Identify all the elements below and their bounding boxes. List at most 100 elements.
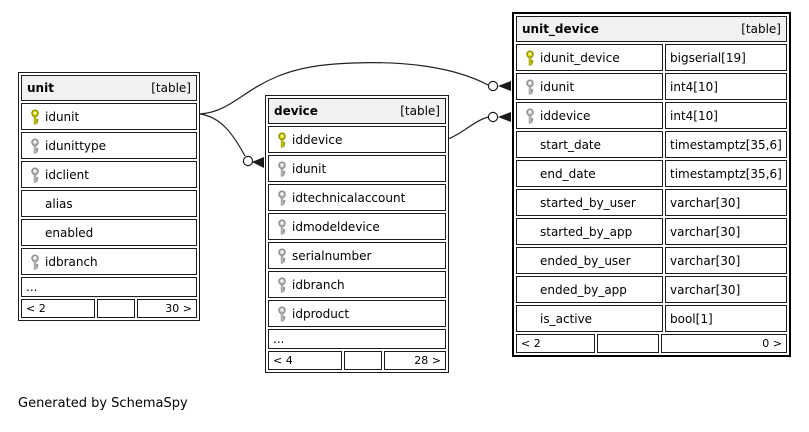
unit_device-column-idunit: idunit int4[10] (516, 73, 787, 100)
device-column-idunit: idunit (268, 155, 446, 182)
table-title: device (274, 104, 318, 118)
device-column-idtechnicalaccount: idtechnicalaccount (268, 184, 446, 211)
column-name-cell: end_date (516, 160, 663, 187)
column-type: varchar[30] (665, 247, 787, 274)
fk-arrow-icon (252, 157, 264, 168)
unit_device-column-ended_by_app: ended_by_app varchar[30] (516, 276, 787, 303)
table-header: unit_device [table] (516, 16, 787, 42)
table-header: device [table] (268, 98, 446, 124)
table-tag: [table] (400, 104, 440, 118)
column-name: idunittype (45, 138, 107, 153)
foreign-key-icon (272, 219, 292, 235)
column-name: idproduct (292, 306, 350, 321)
children-count: 30 > (137, 299, 197, 318)
column-name: started_by_app (540, 224, 633, 239)
column-name: started_by_user (540, 195, 636, 210)
column-name: alias (45, 196, 73, 211)
table-tag: [table] (151, 81, 191, 95)
device-column-idproduct: idproduct (268, 300, 446, 327)
table-node-device[interactable]: device [table] iddevice idunit idtechnic… (265, 95, 449, 373)
column-name: idunit (292, 161, 327, 176)
foreign-key-icon (272, 248, 292, 264)
table-node-unit_device[interactable]: unit_device [table] idunit_device bigser… (512, 12, 791, 357)
unit_device-column-ended_by_user: ended_by_user varchar[30] (516, 247, 787, 274)
column-name: idunit (45, 109, 80, 124)
column-name: start_date (540, 137, 602, 152)
unit_device-column-start_date: start_date timestamptz[35,6] (516, 131, 787, 158)
column-name: idbranch (292, 277, 345, 292)
table-tag: [table] (741, 22, 781, 36)
column-name: end_date (540, 166, 596, 181)
pager-spacer (97, 299, 135, 318)
unit-column-idclient: idclient (21, 161, 197, 188)
column-name-cell: started_by_app (516, 218, 663, 245)
device-column-iddevice: iddevice (268, 126, 446, 153)
column-name: idbranch (45, 254, 98, 269)
edge-unit-idunit-to-unit_device-idunit (199, 62, 489, 115)
column-type: varchar[30] (665, 218, 787, 245)
column-name: idunit_device (540, 50, 620, 65)
primary-key-icon (25, 109, 45, 125)
table-node-unit[interactable]: unit [table] idunit idunittype idclient … (18, 72, 200, 321)
column-name: ended_by_user (540, 253, 631, 268)
foreign-key-icon (25, 138, 45, 154)
table-title: unit (27, 81, 54, 95)
primary-key-icon (520, 50, 540, 66)
pager-spacer (597, 334, 659, 353)
column-type: bigserial[19] (665, 44, 787, 71)
column-name: iddevice (292, 132, 343, 147)
column-name-cell: start_date (516, 131, 663, 158)
column-name-cell: is_active (516, 305, 663, 332)
unit_device-column-started_by_user: started_by_user varchar[30] (516, 189, 787, 216)
foreign-key-icon (25, 167, 45, 183)
unit_device-column-end_date: end_date timestamptz[35,6] (516, 160, 787, 187)
parents-count: < 2 (21, 299, 95, 318)
column-name: is_active (540, 311, 593, 326)
foreign-key-icon (520, 79, 540, 95)
column-name: ended_by_app (540, 282, 627, 297)
column-type: int4[10] (665, 102, 787, 129)
foreign-key-icon (272, 161, 292, 177)
device-column-idmodeldevice: idmodeldevice (268, 213, 446, 240)
pager-spacer (344, 351, 382, 370)
column-type: varchar[30] (665, 276, 787, 303)
children-count: 28 > (384, 351, 446, 370)
foreign-key-icon (25, 254, 45, 270)
column-type: varchar[30] (665, 189, 787, 216)
column-name: enabled (45, 225, 94, 240)
children-count: 0 > (661, 334, 787, 353)
column-name-cell: idunit_device (516, 44, 663, 71)
unit-column-idbranch: idbranch (21, 248, 197, 275)
column-name-cell: started_by_user (516, 189, 663, 216)
unit-column-idunittype: idunittype (21, 132, 197, 159)
unit-column-idunit: idunit (21, 103, 197, 130)
column-type: timestamptz[35,6] (665, 131, 787, 158)
table-title: unit_device (522, 22, 599, 36)
unit_device-column-is_active: is_active bool[1] (516, 305, 787, 332)
unit_device-column-idunit_device: idunit_device bigserial[19] (516, 44, 787, 71)
parents-count: < 2 (516, 334, 595, 353)
unit-column-alias: alias (21, 190, 197, 217)
edge-device-iddevice-to-unit_device-iddevice (447, 116, 489, 140)
column-name-cell: iddevice (516, 102, 663, 129)
more-columns-indicator: ... (21, 277, 197, 297)
edge-unit-idunit-to-device-idunit (199, 113, 246, 157)
unit-column-enabled: enabled (21, 219, 197, 246)
foreign-key-icon (520, 108, 540, 124)
fk-arrow-icon (498, 81, 511, 91)
column-name: iddevice (540, 108, 591, 123)
column-type: bool[1] (665, 305, 787, 332)
parents-count: < 4 (268, 351, 342, 370)
foreign-key-icon (272, 277, 292, 293)
foreign-key-icon (272, 190, 292, 206)
column-name-cell: ended_by_user (516, 247, 663, 274)
fk-arrow-icon (498, 112, 511, 122)
column-name-cell: ended_by_app (516, 276, 663, 303)
column-name: idunit (540, 79, 575, 94)
device-column-serialnumber: serialnumber (268, 242, 446, 269)
column-name: idtechnicalaccount (292, 190, 406, 205)
foreign-key-icon (272, 306, 292, 322)
column-name: serialnumber (292, 248, 372, 263)
unit_device-column-started_by_app: started_by_app varchar[30] (516, 218, 787, 245)
